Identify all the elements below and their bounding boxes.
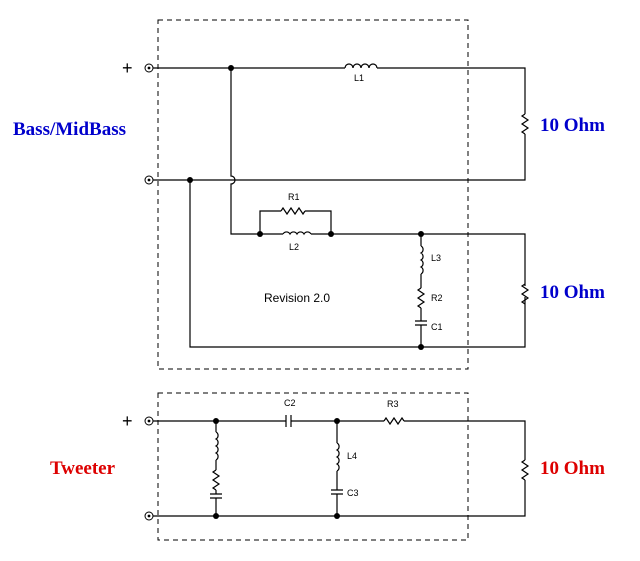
bass-load-top-label: 10 Ohm (540, 115, 605, 136)
label-r3: R3 (387, 399, 399, 409)
tweeter-section-box (157, 392, 469, 541)
bass-section-label: Bass/MidBass (13, 119, 126, 140)
capacitor-c3 (331, 489, 343, 495)
label-r1: R1 (288, 192, 300, 202)
resistor-r1 (280, 206, 306, 216)
resistor-r2 (416, 287, 426, 309)
tweeter-plus-sign: + (122, 411, 133, 431)
inductor-l3 (419, 245, 424, 275)
label-r2: R2 (431, 293, 443, 303)
bass-section-box (157, 19, 469, 370)
capacitor-c2 (285, 415, 292, 427)
tweeter-shunt-resistor (211, 469, 221, 491)
tweeter-section-label: Tweeter (50, 458, 116, 479)
tweeter-load-resistor (520, 459, 530, 481)
label-l4: L4 (347, 451, 357, 461)
revision-label: Revision 2.0 (264, 291, 330, 305)
inductor-l4 (335, 442, 340, 472)
resistor-r3 (383, 416, 405, 426)
tweeter-shunt-inductor (214, 431, 219, 461)
tweeter-shunt-capacitor (210, 493, 222, 499)
label-l2: L2 (289, 242, 299, 252)
label-l1: L1 (354, 73, 364, 83)
label-c2: C2 (284, 398, 296, 408)
bass-load-bottom-label: 10 Ohm (540, 282, 605, 303)
label-c1: C1 (431, 322, 443, 332)
inductor-l2 (282, 231, 312, 236)
label-l3: L3 (431, 253, 441, 263)
tweeter-load-label: 10 Ohm (540, 458, 605, 479)
label-c3: C3 (347, 488, 359, 498)
bass-load-resistor (520, 113, 530, 135)
bass-plus-sign: + (122, 58, 133, 78)
capacitor-c1 (415, 320, 427, 326)
inductor-l1 (344, 63, 378, 69)
